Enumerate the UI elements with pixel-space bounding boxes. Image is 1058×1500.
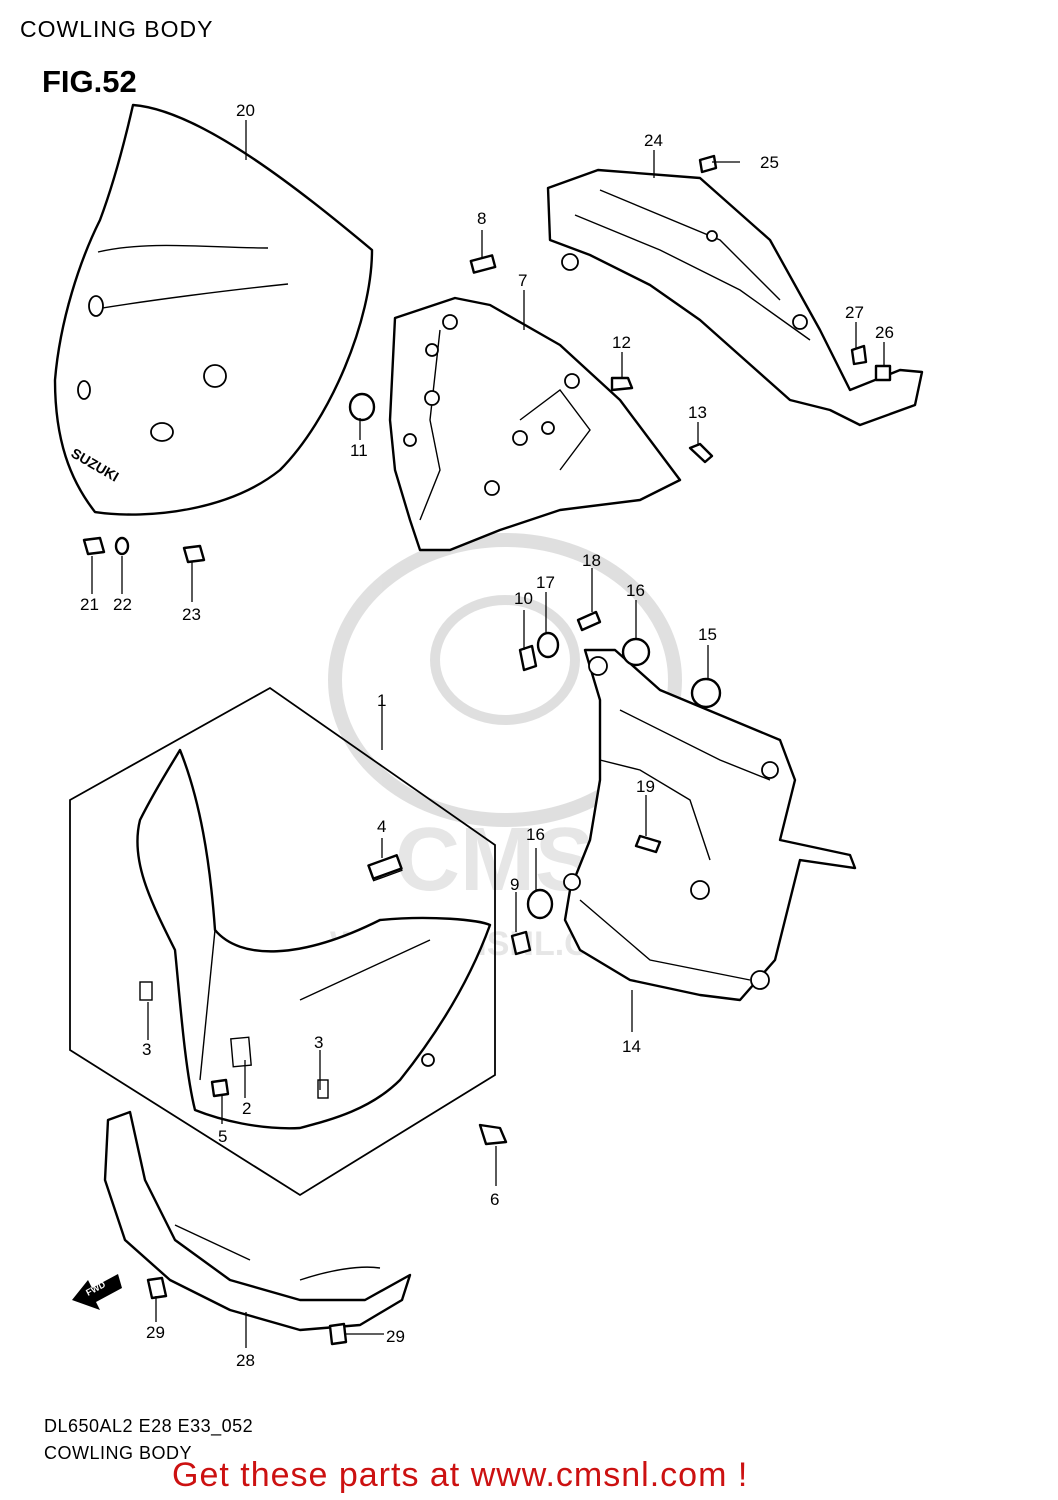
grommet-part-11[interactable] [348, 392, 376, 422]
callout-24[interactable]: 24 [644, 131, 663, 150]
callout-9[interactable]: 9 [510, 875, 519, 894]
clip-part-29-left[interactable] [146, 1276, 168, 1300]
callout-29-right[interactable]: 29 [386, 1327, 405, 1346]
inner-panel-part-24[interactable] [546, 168, 924, 427]
lower-cowl-part-28[interactable] [103, 1110, 412, 1332]
callout-16-upper[interactable]: 16 [626, 581, 645, 600]
part-4-label[interactable] [367, 854, 403, 880]
fwd-arrow-icon: FWD [72, 1274, 122, 1310]
callout-1[interactable]: 1 [377, 691, 386, 710]
clip-part-29-right[interactable] [328, 1322, 348, 1346]
callout-20[interactable]: 20 [236, 101, 255, 120]
cowling-bracket-part-14[interactable] [563, 648, 857, 1002]
leader-lines [91, 120, 885, 1348]
callout-4[interactable]: 4 [377, 817, 386, 836]
washer-part-22[interactable] [114, 536, 130, 556]
clip-part-12[interactable] [610, 376, 634, 392]
callout-2[interactable]: 2 [242, 1099, 251, 1118]
callout-13[interactable]: 13 [688, 403, 707, 422]
headlight-housing-part-7[interactable] [388, 296, 682, 552]
damper-part-16-upper[interactable] [621, 637, 651, 667]
callout-3-left[interactable]: 3 [142, 1040, 151, 1059]
bolt-part-19[interactable] [634, 834, 662, 854]
clip-part-27[interactable] [850, 344, 868, 366]
bolt-part-6[interactable] [478, 1123, 508, 1146]
nut-part-9[interactable] [510, 930, 532, 956]
damper-part-15[interactable] [690, 677, 722, 709]
bolt-part-23[interactable] [182, 544, 206, 564]
callout-6[interactable]: 6 [490, 1190, 499, 1209]
screw-part-25[interactable] [698, 154, 718, 174]
callout-29-left[interactable]: 29 [146, 1323, 165, 1342]
callout-labels: 20 24 25 8 7 27 26 12 13 11 18 17 16 10 … [80, 101, 894, 1370]
damper-part-16-lower[interactable] [526, 888, 554, 920]
nut-part-10[interactable] [518, 644, 538, 672]
bolt-part-21[interactable] [82, 536, 106, 556]
front-cowling-part-1[interactable] [69, 686, 496, 1197]
callout-21[interactable]: 21 [80, 595, 99, 614]
callout-7[interactable]: 7 [518, 271, 527, 290]
bolt-part-18[interactable] [576, 610, 602, 632]
callout-10[interactable]: 10 [514, 589, 533, 608]
callout-19[interactable]: 19 [636, 777, 655, 796]
callout-15[interactable]: 15 [698, 625, 717, 644]
callout-23[interactable]: 23 [182, 605, 201, 624]
callout-25[interactable]: 25 [760, 153, 779, 172]
callout-14[interactable]: 14 [622, 1037, 641, 1056]
screw-part-26[interactable] [874, 364, 892, 382]
callout-22[interactable]: 22 [113, 595, 132, 614]
damper-part-17[interactable] [536, 631, 560, 659]
callout-11[interactable]: 11 [350, 441, 368, 460]
model-code: DL650AL2 E28 E33_052 [44, 1416, 254, 1436]
callout-27[interactable]: 27 [845, 303, 864, 322]
figure-label: FIG.52 [42, 64, 137, 99]
callout-5[interactable]: 5 [218, 1127, 227, 1146]
clip-part-5[interactable] [210, 1078, 230, 1098]
callout-28[interactable]: 28 [236, 1351, 255, 1370]
callout-17[interactable]: 17 [536, 573, 555, 592]
footer-subtitle: COWLING BODY [44, 1443, 193, 1463]
callout-12[interactable]: 12 [612, 333, 631, 352]
callout-18[interactable]: 18 [582, 551, 601, 570]
windscreen-part-20[interactable]: SUZUKI [53, 103, 374, 516]
page-title: COWLING BODY [20, 16, 214, 42]
callout-8[interactable]: 8 [477, 209, 486, 228]
part-8-label[interactable] [469, 254, 497, 274]
small-parts [82, 154, 892, 1346]
callout-26[interactable]: 26 [875, 323, 894, 342]
callout-3-right[interactable]: 3 [314, 1033, 323, 1052]
screw-part-13[interactable] [688, 442, 714, 464]
cmsnl-link[interactable]: Get these parts at www.cmsnl.com ! [172, 1456, 749, 1494]
callout-16-lower[interactable]: 16 [526, 825, 545, 844]
